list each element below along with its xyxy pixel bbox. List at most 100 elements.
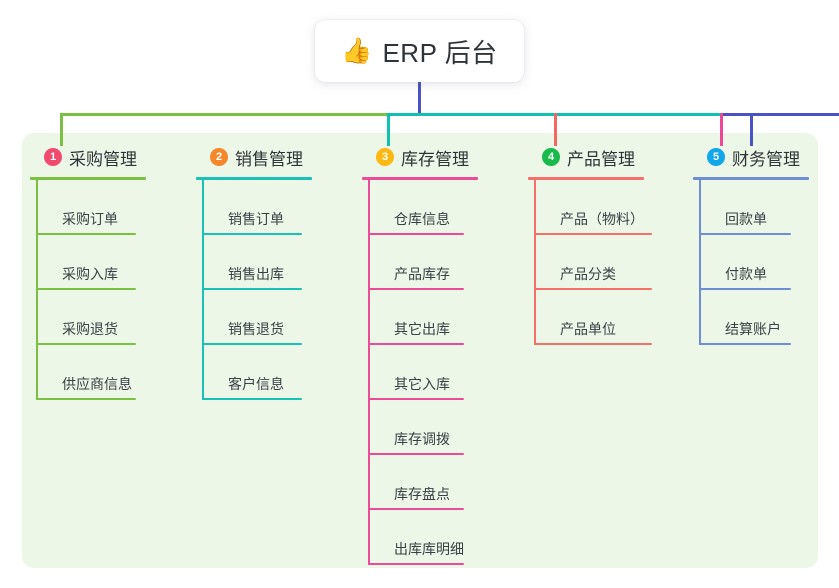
column-items: 回款单付款单结算账户 (699, 180, 809, 345)
list-item-label: 仓库信息 (394, 211, 450, 227)
list-item-label: 付款单 (725, 266, 767, 282)
column-title: 采购管理 (69, 149, 137, 169)
root-title: ERP 后台 (382, 37, 498, 68)
list-item[interactable]: 库存盘点 (368, 455, 478, 510)
list-item-rule (534, 343, 652, 345)
column-drop-2 (387, 113, 390, 146)
list-item-label: 出库库明细 (394, 541, 464, 557)
list-item[interactable]: 产品分类 (534, 235, 652, 290)
column-header-1[interactable]: 1 采购管理 (30, 145, 146, 169)
list-item-label: 其它出库 (394, 321, 450, 337)
list-item-label: 产品（物料） (560, 211, 644, 227)
column-spine (36, 180, 38, 400)
column-drop-5 (750, 113, 753, 146)
list-item[interactable]: 其它出库 (368, 290, 478, 345)
root-stem-connector (418, 82, 421, 115)
list-item[interactable]: 供应商信息 (36, 345, 146, 400)
list-item-label: 产品分类 (560, 266, 616, 282)
list-item[interactable]: 采购入库 (36, 235, 146, 290)
list-item-rule (368, 398, 464, 400)
list-item-rule (368, 343, 464, 345)
list-item-rule (202, 233, 302, 235)
list-item[interactable]: 采购订单 (36, 180, 146, 235)
list-item-rule (202, 288, 302, 290)
list-item[interactable]: 回款单 (699, 180, 809, 235)
column-badge-1: 1 (44, 148, 62, 166)
column-销售管理: 2 销售管理销售订单销售出库销售退货客户信息 (196, 145, 312, 400)
column-spine (699, 180, 701, 345)
list-item-label: 产品单位 (560, 321, 616, 337)
list-item-rule (699, 288, 791, 290)
list-item-label: 销售退货 (228, 321, 284, 337)
list-item[interactable]: 出库库明细 (368, 510, 478, 565)
column-header-rule (693, 177, 809, 180)
list-item[interactable]: 库存调拨 (368, 400, 478, 455)
column-items: 销售订单销售出库销售退货客户信息 (202, 180, 312, 400)
root-node[interactable]: 👍 ERP 后台 (315, 20, 524, 82)
list-item-label: 回款单 (725, 211, 767, 227)
column-badge-2: 2 (210, 148, 228, 166)
list-item-label: 客户信息 (228, 376, 284, 392)
list-item[interactable]: 付款单 (699, 235, 809, 290)
column-title: 销售管理 (235, 149, 303, 169)
list-item[interactable]: 销售出库 (202, 235, 312, 290)
list-item-rule (368, 233, 464, 235)
list-item-rule (368, 288, 464, 290)
column-items: 仓库信息产品库存其它出库其它入库库存调拨库存盘点出库库明细 (368, 180, 478, 565)
list-item-label: 产品库存 (394, 266, 450, 282)
list-item-rule (202, 343, 302, 345)
list-item-rule (534, 288, 652, 290)
list-item-label: 采购退货 (62, 321, 118, 337)
list-item-rule (699, 233, 791, 235)
list-item[interactable]: 客户信息 (202, 345, 312, 400)
list-item[interactable]: 销售订单 (202, 180, 312, 235)
list-item-label: 采购订单 (62, 211, 118, 227)
column-items: 产品（物料） 产品分类产品单位 (534, 180, 652, 345)
list-item-label: 销售订单 (228, 211, 284, 227)
list-item[interactable]: 其它入库 (368, 345, 478, 400)
list-item[interactable]: 产品单位 (534, 290, 652, 345)
column-spine (534, 180, 536, 345)
column-header-rule (528, 177, 644, 180)
column-badge-5: 5 (707, 148, 725, 166)
list-item-rule (368, 453, 464, 455)
list-item-rule (699, 343, 791, 345)
list-item[interactable]: 产品库存 (368, 235, 478, 290)
list-item[interactable]: 产品（物料） (534, 180, 652, 235)
list-item-label: 库存调拨 (394, 431, 450, 447)
list-item-rule (368, 508, 464, 510)
column-spine (202, 180, 204, 400)
list-item-rule (202, 398, 302, 400)
column-header-rule (196, 177, 312, 180)
list-item[interactable]: 结算账户 (699, 290, 809, 345)
list-item-label: 采购入库 (62, 266, 118, 282)
list-item-label: 库存盘点 (394, 486, 450, 502)
column-title: 产品管理 (567, 149, 635, 169)
column-spine (368, 180, 370, 565)
list-item-rule (534, 233, 652, 235)
column-采购管理: 1 采购管理采购订单采购入库采购退货供应商信息 (30, 145, 146, 400)
column-header-2[interactable]: 2 销售管理 (196, 145, 312, 169)
list-item-rule (36, 288, 136, 290)
list-item-rule (36, 233, 136, 235)
column-drop-3 (720, 113, 723, 146)
list-item-rule (36, 343, 136, 345)
list-item[interactable]: 仓库信息 (368, 180, 478, 235)
list-item-rule (36, 398, 136, 400)
list-item-label: 其它入库 (394, 376, 450, 392)
list-item-label: 结算账户 (725, 321, 781, 337)
column-drop-4 (554, 113, 557, 146)
column-badge-3: 3 (376, 148, 394, 166)
list-item[interactable]: 销售退货 (202, 290, 312, 345)
list-item[interactable]: 采购退货 (36, 290, 146, 345)
list-item-rule (368, 563, 464, 565)
column-items: 采购订单采购入库采购退货供应商信息 (36, 180, 146, 400)
diagram-panel (22, 133, 818, 568)
